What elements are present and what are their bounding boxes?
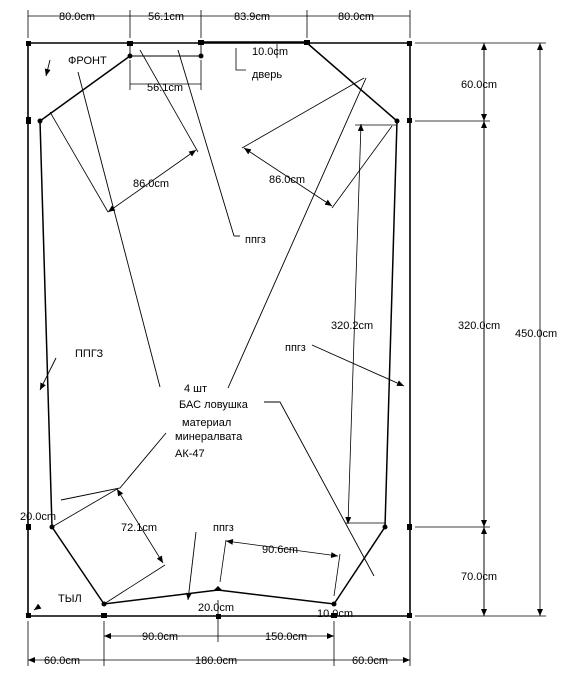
label-front: ФРОНТ (68, 55, 107, 67)
dim-right-total: 450.0cm (515, 328, 557, 340)
label-ppgz-right: ппгз (285, 342, 306, 354)
dim-top-1: 80.0cm (59, 11, 95, 23)
label-material-1: материал (182, 417, 231, 429)
label-back: ТЫЛ (58, 593, 82, 605)
dim-diag-long: 320.2cm (331, 320, 373, 332)
label-ppgz-bottom: ппгз (213, 522, 234, 534)
label-ppgz-left: ППГЗ (75, 348, 104, 360)
label-ppgz-upper: ппгз (245, 234, 266, 246)
dim-bottom-outer-1: 60.0cm (44, 655, 80, 667)
dim-right-1: 60.0cm (461, 79, 497, 91)
dim-bottom-right-small: 10.0cm (317, 608, 353, 620)
dim-door-gap: 56.1cm (147, 82, 183, 94)
dim-right-2: 320.0cm (458, 320, 500, 332)
bottom-dimensions: 90.0cm 150.0cm 60.0cm 180.0cm 60.0cm (27, 600, 411, 667)
dim-bottom-outer-3: 60.0cm (352, 655, 388, 667)
top-dimensions: 80.0cm 56.1cm 83.9cm 80.0cm (27, 10, 411, 38)
dim-left-small: 20.0cm (20, 511, 56, 523)
dim-door-depth: 10.0cm (252, 46, 288, 58)
label-bas: БАС ловушка (179, 399, 249, 411)
label-material-2: минералвата (175, 431, 243, 443)
dim-bottom-inner-2: 150.0cm (265, 631, 307, 643)
dim-bottom-mid: 20.0cm (198, 602, 234, 614)
annotations: ФРОНТ ТЫЛ ппгз ППГЗ ппгз ппгз 4 шт БАС л… (58, 55, 306, 605)
dim-top-2: 56.1cm (148, 11, 184, 23)
dim-bottom-inner-1: 90.0cm (142, 631, 178, 643)
diagonal-dimensions: 86.0cm 86.0cm 320.2cm 72.1cm 90.6cm 20.0… (20, 49, 397, 620)
label-count: 4 шт (184, 383, 207, 395)
label-ak: АК-47 (175, 448, 205, 460)
dim-top-4: 80.0cm (338, 11, 374, 23)
door-notch (129, 43, 202, 57)
dim-diag-lower-left: 72.1cm (121, 522, 157, 534)
dim-top-3: 83.9cm (234, 11, 270, 23)
dim-lower-span: 90.6cm (262, 544, 298, 556)
dim-diag-right: 86.0cm (269, 174, 305, 186)
right-dimensions: 60.0cm 320.0cm 70.0cm 450.0cm (415, 42, 557, 617)
leader-lines (33, 49, 405, 611)
dim-bottom-outer-2: 180.0cm (195, 655, 237, 667)
dim-right-3: 70.0cm (461, 571, 497, 583)
door-label: дверь (252, 69, 282, 81)
door-dimensions: 56.1cm 10.0cm дверь (129, 44, 288, 94)
outer-frame (27, 41, 411, 617)
dim-diag-left: 86.0cm (133, 178, 169, 190)
